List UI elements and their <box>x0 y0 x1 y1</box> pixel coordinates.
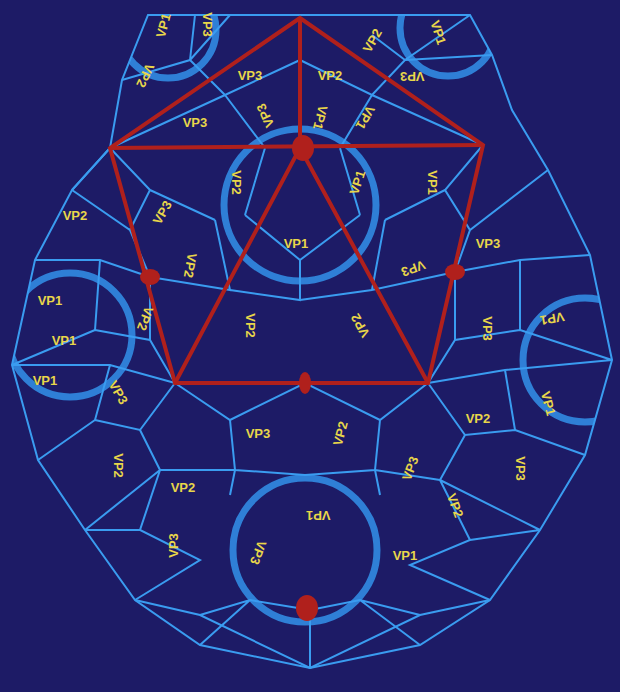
pentamer-rings <box>8 0 620 622</box>
symmetry-axes <box>140 135 465 621</box>
pentagon <box>110 18 483 383</box>
fivefold-axis <box>296 595 318 621</box>
protein-label: VP1 <box>425 170 438 195</box>
face-edge <box>122 15 492 95</box>
protein-label: VP1 <box>38 294 63 307</box>
protein-label: VP1 <box>52 334 77 347</box>
protein-label: VP1 <box>306 509 331 522</box>
protein-label: VP1 <box>539 309 565 326</box>
protein-label: VP2 <box>318 69 343 82</box>
twofold-axis <box>445 264 465 280</box>
protein-label: VP3 <box>238 69 263 82</box>
ring <box>224 129 376 281</box>
protein-label: VP1 <box>284 237 309 250</box>
twofold-axis <box>299 372 311 394</box>
face-edge <box>85 383 428 530</box>
protein-label: VP2 <box>171 481 196 494</box>
protein-label: VP3 <box>246 427 271 440</box>
fivefold-axis <box>292 135 314 161</box>
face-edge <box>72 148 230 290</box>
face-edge <box>230 145 548 300</box>
protein-label: VP2 <box>229 170 242 195</box>
protein-label: VP2 <box>63 209 88 222</box>
protein-label: VP1 <box>33 374 58 387</box>
protein-label: VP3 <box>400 70 425 83</box>
protein-label: VP2 <box>466 412 491 425</box>
face-edge <box>85 435 540 600</box>
triangle <box>110 18 483 383</box>
twofold-axis <box>140 269 160 285</box>
protein-label: VP3 <box>200 12 213 37</box>
protein-label: VP3 <box>476 237 501 250</box>
protein-label: VP3 <box>166 533 179 558</box>
protein-label: VP1 <box>393 549 418 562</box>
protein-label: VP3 <box>183 116 208 129</box>
protein-label: VP2 <box>181 252 198 278</box>
protein-label: VP3 <box>513 456 526 481</box>
protein-label: VP3 <box>480 316 493 341</box>
face-lines <box>12 15 612 668</box>
protein-label: VP2 <box>111 453 124 478</box>
face-edge <box>428 255 612 455</box>
asymmetric-unit-frame <box>110 18 483 383</box>
capsid-outline <box>12 15 612 668</box>
protein-label: VP2 <box>243 313 256 338</box>
ring <box>8 273 132 397</box>
